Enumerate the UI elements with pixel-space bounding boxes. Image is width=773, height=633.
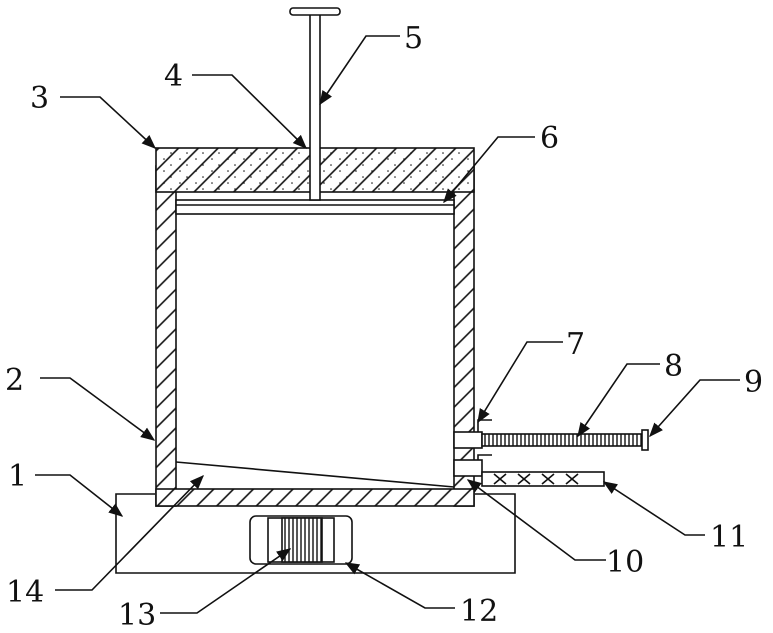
label-11: 11 — [710, 520, 748, 555]
pipe-end — [642, 430, 648, 450]
label-6: 6 — [540, 121, 559, 156]
rod — [310, 14, 320, 200]
handle — [290, 8, 340, 15]
label-4: 4 — [164, 59, 183, 94]
label-12: 12 — [460, 594, 498, 629]
sloped-bottom — [176, 462, 454, 487]
label-1: 1 — [8, 459, 27, 494]
fan-unit — [250, 516, 352, 564]
label-5: 5 — [404, 21, 423, 56]
label-7: 7 — [566, 327, 585, 362]
label-14: 14 — [6, 575, 44, 610]
label-3: 3 — [30, 81, 49, 116]
label-8: 8 — [664, 349, 683, 384]
label-13: 13 — [118, 598, 156, 633]
left-wall — [156, 166, 176, 506]
bottom-wall — [156, 489, 474, 506]
label-9: 9 — [744, 365, 763, 400]
right-wall — [454, 166, 474, 506]
label-10: 10 — [606, 545, 644, 580]
press-plate — [176, 200, 454, 214]
label-2: 2 — [5, 363, 24, 398]
spring-pipe — [482, 434, 642, 446]
